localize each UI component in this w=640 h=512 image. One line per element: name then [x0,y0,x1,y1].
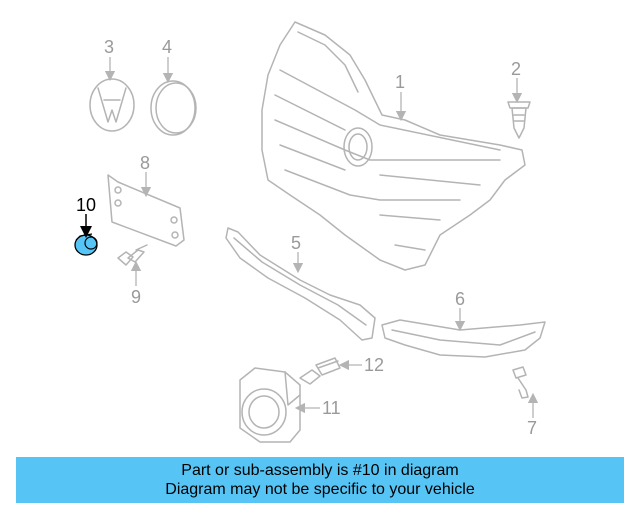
emblem-base-part [150,80,197,136]
callout-10: 10 [76,195,96,215]
callout-3: 3 [104,37,114,57]
callout-8: 8 [140,153,150,173]
side-trim-part [381,319,546,358]
sensor-part [239,367,301,443]
parts-diagram: 1 2 3 4 5 6 7 8 9 10 11 12 [74,21,546,443]
push-clip-part [507,101,531,139]
callout-5: 5 [291,233,301,253]
callout-2: 2 [511,59,521,79]
callout-9: 9 [131,287,141,307]
connector-part [299,357,341,385]
bolt-part [117,244,148,266]
banner-line-part-number: Part or sub-assembly is #10 in diagram [181,462,459,479]
emblem-part [89,78,135,132]
bracket-part [107,174,185,247]
callout-11: 11 [322,398,341,418]
callout-12: 12 [364,355,384,375]
banner-line-disclaimer: Diagram may not be specific to your vehi… [165,481,475,498]
nut-part-highlighted [74,233,98,256]
screw-part [512,366,529,399]
callout-7: 7 [527,418,537,438]
callout-6: 6 [455,289,465,309]
callout-4: 4 [162,37,172,57]
callout-1: 1 [395,72,405,92]
info-banner: Part or sub-assembly is #10 in diagram D… [16,457,624,503]
grille-part [261,21,526,271]
lower-trim-part [225,227,376,341]
